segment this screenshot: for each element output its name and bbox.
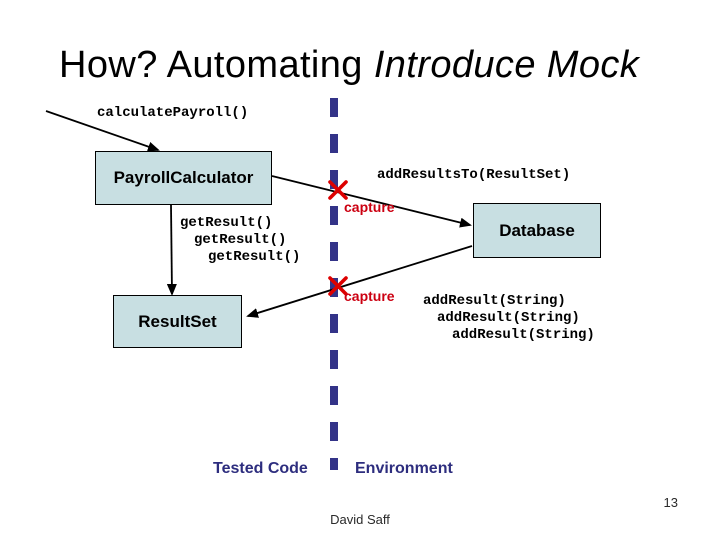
add-result-label: addResult(String) bbox=[437, 310, 580, 326]
page-number: 13 bbox=[663, 495, 678, 510]
slide-title-italic: Introduce Mock bbox=[373, 44, 640, 86]
calculator-to-resultset-arrow bbox=[166, 204, 177, 296]
add-results-to-label: addResultsTo(ResultSet) bbox=[377, 167, 571, 183]
calculator-to-database-arrow bbox=[271, 175, 472, 228]
add-result-label: addResult(String) bbox=[423, 293, 566, 309]
region-label-environment: Environment bbox=[355, 460, 453, 477]
result-set-node-label: ResultSet bbox=[138, 311, 217, 331]
capture-label-top: capture bbox=[344, 199, 395, 215]
payroll-calculator-node-label: PayrollCalculator bbox=[113, 168, 254, 187]
capture-x-icon bbox=[328, 276, 348, 296]
add-result-label: addResult(String) bbox=[452, 327, 595, 343]
get-result-label: getResult() bbox=[208, 249, 301, 265]
database-node-label: Database bbox=[499, 220, 575, 240]
capture-label-bottom: capture bbox=[344, 288, 395, 304]
slide-title: How? Automating Introduce Mock bbox=[59, 44, 639, 87]
database-node: Database bbox=[473, 203, 601, 258]
region-label-tested-code: Tested Code bbox=[213, 460, 308, 477]
incoming-call-arrow bbox=[45, 110, 160, 152]
capture-x-icon bbox=[328, 180, 348, 200]
get-result-label: getResult() bbox=[180, 215, 273, 231]
payroll-calculator-node: PayrollCalculator bbox=[95, 151, 272, 205]
slide-title-regular: How? Automating bbox=[59, 44, 374, 86]
get-result-label: getResult() bbox=[194, 232, 287, 248]
calculate-payroll-label: calculatePayroll() bbox=[97, 105, 249, 121]
result-set-node: ResultSet bbox=[113, 295, 242, 348]
database-to-resultset-arrow bbox=[246, 245, 473, 318]
footer-author: David Saff bbox=[330, 512, 390, 527]
